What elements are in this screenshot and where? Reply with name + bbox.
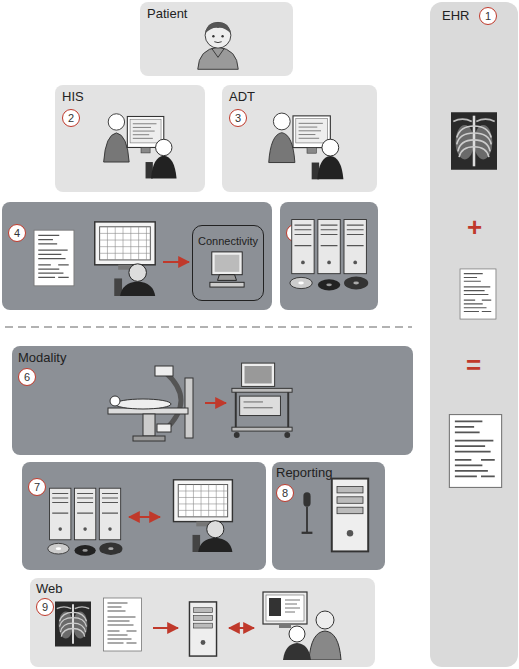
reporting-box: Reporting 8 xyxy=(272,462,385,570)
box-label: Web xyxy=(36,581,63,596)
callout-number: 8 xyxy=(276,484,294,502)
patient-box: Patient xyxy=(140,2,293,76)
order-entry-box: 4Connectivity xyxy=(2,202,272,310)
archive-box: 5 xyxy=(280,202,378,310)
connectivity-box: Connectivity xyxy=(192,225,264,301)
box-label: Connectivity xyxy=(193,234,263,249)
modality-box: Modality 6 xyxy=(12,346,413,455)
web-box: Web 9 xyxy=(30,578,375,667)
operator-symbol: = xyxy=(466,351,481,379)
callout-number: 4 xyxy=(8,224,26,242)
box-label: HIS xyxy=(62,89,84,104)
box-label: EHR xyxy=(442,8,469,23)
callout-number: 7 xyxy=(28,478,46,496)
his-box: HIS 2 xyxy=(55,85,205,192)
box-label: Patient xyxy=(147,6,187,21)
divider-line xyxy=(5,326,412,328)
callout-number: 6 xyxy=(18,368,36,386)
adt-box: ADT 3 xyxy=(222,85,377,192)
callout-number: 2 xyxy=(62,109,80,127)
pacs-box: 7 xyxy=(22,462,266,570)
ehr-column: EHR 1 + = xyxy=(430,2,518,667)
box-label: ADT xyxy=(229,89,255,104)
callout-number: 9 xyxy=(36,598,54,616)
callout-number: 1 xyxy=(479,7,497,25)
box-label: Reporting xyxy=(276,465,332,480)
callout-number: 3 xyxy=(229,109,247,127)
box-label: Modality xyxy=(18,350,66,365)
operator-symbol: + xyxy=(467,213,482,241)
callout-number: 5 xyxy=(286,224,304,242)
